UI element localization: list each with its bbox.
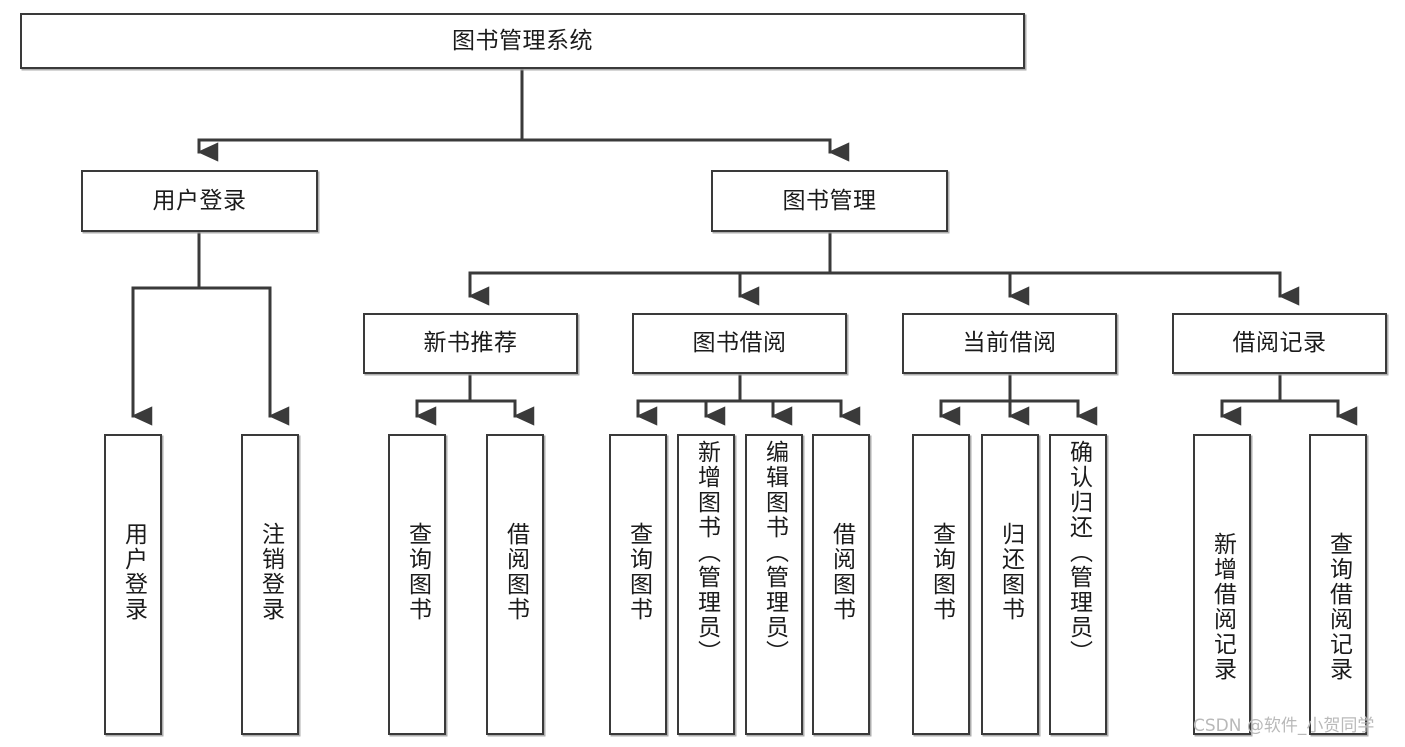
node-borrow-record[interactable]: 借阅记录 [1172,313,1387,374]
leaf-current-borrow-1[interactable]: 归还图书 [981,434,1039,735]
node-new-book-recommend-label: 新书推荐 [423,330,518,357]
leaf-borrow-record-1-label: 查询借阅记录 [1325,532,1352,682]
leaf-book-borrow-1-label: 新增图书（管理员） [693,440,720,665]
leaf-user-login-0[interactable]: 用户登录 [104,434,162,735]
leaf-current-borrow-2-label: 确认归还（管理员） [1065,440,1092,665]
leaf-user-login-1[interactable]: 注销登录 [241,434,299,735]
node-borrow-record-label: 借阅记录 [1232,330,1327,357]
leaf-user-login-0-label: 用户登录 [120,522,147,622]
leaf-current-borrow-1-label: 归还图书 [997,522,1024,622]
leaf-book-borrow-2-label: 编辑图书（管理员） [761,440,788,665]
node-new-book-recommend[interactable]: 新书推荐 [363,313,578,374]
leaf-new-book-1[interactable]: 借阅图书 [486,434,544,735]
leaf-user-login-1-label: 注销登录 [257,522,284,622]
leaf-new-book-0-label: 查询图书 [404,522,431,622]
node-root-label: 图书管理系统 [452,27,593,54]
leaf-borrow-record-0-label: 新增借阅记录 [1209,532,1236,682]
leaf-borrow-record-1[interactable]: 查询借阅记录 [1309,434,1367,735]
leaf-book-borrow-3-label: 借阅图书 [828,522,855,622]
leaf-book-borrow-0-label: 查询图书 [625,522,652,622]
node-current-borrow-label: 当前借阅 [962,330,1057,357]
node-book-manage-label: 图书管理 [782,187,877,214]
leaf-new-book-0[interactable]: 查询图书 [388,434,446,735]
leaf-new-book-1-label: 借阅图书 [502,522,529,622]
leaf-book-borrow-2[interactable]: 编辑图书（管理员） [745,434,803,735]
node-book-borrow-label: 图书借阅 [692,330,787,357]
leaf-current-borrow-0[interactable]: 查询图书 [912,434,970,735]
node-current-borrow[interactable]: 当前借阅 [902,313,1117,374]
node-book-manage[interactable]: 图书管理 [711,170,948,232]
node-book-borrow[interactable]: 图书借阅 [632,313,847,374]
leaf-book-borrow-0[interactable]: 查询图书 [609,434,667,735]
node-user-login[interactable]: 用户登录 [81,170,318,232]
node-root[interactable]: 图书管理系统 [20,13,1025,69]
leaf-current-borrow-0-label: 查询图书 [928,522,955,622]
watermark-text: CSDN @软件_小贺同学 [1193,716,1375,736]
leaf-borrow-record-0[interactable]: 新增借阅记录 [1193,434,1251,735]
leaf-book-borrow-1[interactable]: 新增图书（管理员） [677,434,735,735]
node-user-login-label: 用户登录 [152,187,247,214]
leaf-book-borrow-3[interactable]: 借阅图书 [812,434,870,735]
leaf-current-borrow-2[interactable]: 确认归还（管理员） [1049,434,1107,735]
